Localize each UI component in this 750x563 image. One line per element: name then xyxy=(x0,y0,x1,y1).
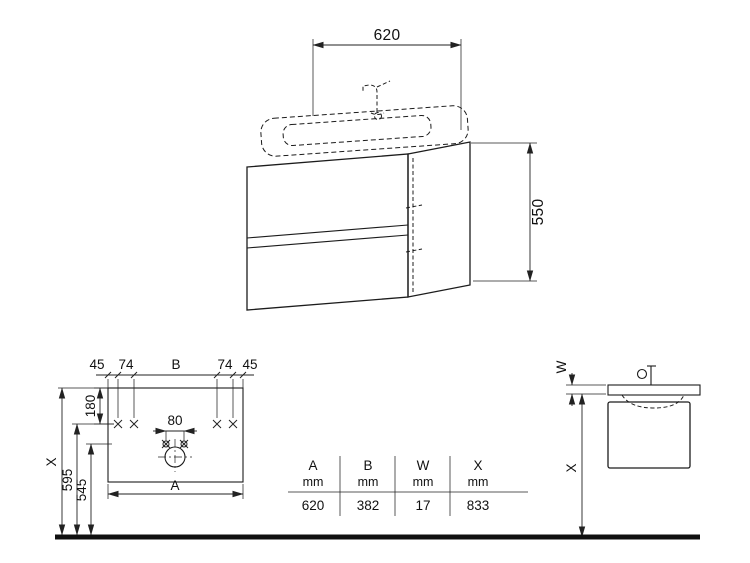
faucet-base xyxy=(370,112,385,115)
dim-tick xyxy=(114,371,122,379)
fixing-hole-mark xyxy=(179,439,189,449)
dimension-180: 180 xyxy=(83,387,114,425)
washbasin-bowl-outline xyxy=(282,114,432,147)
cabinet-side-profile xyxy=(607,401,691,469)
mounting-hole-mark xyxy=(113,419,123,429)
faucet-hole-outline xyxy=(374,112,382,120)
mounting-hole-mark xyxy=(212,419,222,429)
dimension-545: 545 xyxy=(74,443,112,536)
dim-tick xyxy=(104,371,112,379)
dimension-80: 80 xyxy=(153,413,197,449)
table-unit-w: mm xyxy=(413,475,434,489)
dimension-a: A xyxy=(107,478,244,499)
dim-tick xyxy=(130,371,138,379)
drawer-gap-lower-line xyxy=(246,234,409,249)
fixing-hole xyxy=(162,440,170,448)
table-unit-b: mm xyxy=(358,475,379,489)
front-panel-outline xyxy=(107,387,244,483)
cabinet-side-panel xyxy=(407,141,471,298)
dim-label-a: A xyxy=(170,478,179,493)
dimension-x-right: X xyxy=(564,393,586,538)
dimension-550: 550 xyxy=(471,142,547,282)
faucet-spout xyxy=(362,84,378,112)
mounting-hole-mark xyxy=(228,419,238,429)
table-value-a: 620 xyxy=(302,498,325,513)
washbasin-rim-outline xyxy=(260,105,469,157)
dim-label-x: X xyxy=(564,463,579,472)
faucet-side-profile xyxy=(636,365,656,385)
dim-label-545: 545 xyxy=(74,479,89,502)
faucet-lever xyxy=(376,80,391,88)
dimension-x-left: X xyxy=(44,387,108,536)
dimension-595: 595 xyxy=(60,423,114,536)
table-value-b: 382 xyxy=(357,498,380,513)
dim-label-74-right: 74 xyxy=(217,357,233,372)
mounting-holes xyxy=(113,419,238,429)
faucet-knob xyxy=(636,368,648,380)
dim-label-180: 180 xyxy=(83,395,98,418)
dim-label-80: 80 xyxy=(167,413,182,428)
drain-opening xyxy=(158,439,192,472)
table-unit-a: mm xyxy=(303,475,324,489)
table-header-w: W xyxy=(417,458,430,473)
dim-tick xyxy=(229,371,237,379)
mounting-hole-mark xyxy=(129,419,139,429)
dim-tick xyxy=(213,371,221,379)
dim-label-550: 550 xyxy=(530,199,547,226)
table-header-b: B xyxy=(363,458,372,473)
dim-label-x: X xyxy=(44,457,59,466)
dim-label-595: 595 xyxy=(60,469,75,492)
dimension-620: 620 xyxy=(312,27,462,130)
table-header-a: A xyxy=(308,458,317,473)
dim-tick xyxy=(239,371,247,379)
dim-label-w: W xyxy=(554,360,569,373)
dimension-table: A mm 620 B mm 382 W mm 17 X mm 833 xyxy=(288,456,528,516)
fixing-hole xyxy=(180,440,188,448)
table-value-w: 17 xyxy=(415,498,430,513)
dim-label-b: B xyxy=(171,357,180,372)
dim-label-620: 620 xyxy=(374,27,401,44)
dim-label-74-left: 74 xyxy=(118,357,134,372)
drawer-clip-mark-top xyxy=(405,204,423,209)
fixing-hole-mark xyxy=(161,439,171,449)
front-view: 45 74 B 74 45 180 80 xyxy=(44,357,258,536)
table-header-x: X xyxy=(473,458,482,473)
table-unit-x: mm xyxy=(468,475,489,489)
dim-label-45-right: 45 xyxy=(242,357,257,372)
drawer-gap-upper-line xyxy=(246,224,409,239)
dimension-chain-top: 45 74 B 74 45 xyxy=(89,357,258,418)
drawer-clip-mark-bottom xyxy=(405,248,423,253)
table-value-x: 833 xyxy=(467,498,490,513)
perspective-view: 620 550 xyxy=(246,27,547,311)
side-view: W X xyxy=(554,360,701,538)
basin-side-profile xyxy=(607,384,701,396)
dimension-w: W xyxy=(554,360,606,406)
dim-label-45-left: 45 xyxy=(89,357,104,372)
